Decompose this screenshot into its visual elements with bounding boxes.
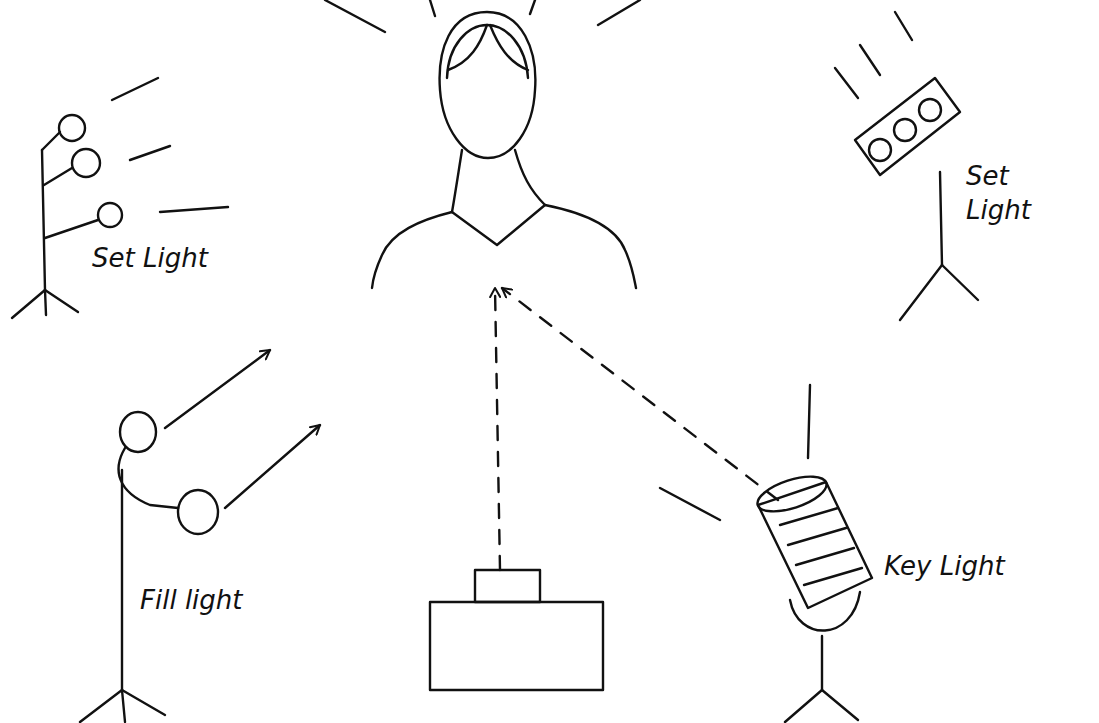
- lamp-arm: [44, 168, 72, 185]
- lamp-head: [120, 412, 156, 452]
- light-beam-arrow: [225, 425, 320, 508]
- neck-line: [452, 150, 462, 212]
- stand-leg: [942, 265, 978, 300]
- lamp-yoke: [790, 592, 860, 631]
- stand-leg: [12, 290, 45, 318]
- lamp-head: [178, 490, 218, 534]
- lamp-head: [59, 115, 85, 141]
- lamp-front: [753, 470, 830, 519]
- fill-light: [80, 350, 320, 722]
- stand-leg: [822, 690, 858, 720]
- light-beam-arrow: [165, 350, 270, 428]
- ray-line: [325, 0, 385, 32]
- subject-figure: [325, 0, 640, 288]
- ray-line: [112, 78, 158, 100]
- shoulder-line: [372, 212, 452, 288]
- ray-line: [660, 488, 720, 520]
- hair-line: [448, 25, 487, 70]
- lamp-head: [72, 149, 100, 177]
- stand-leg: [122, 690, 125, 722]
- stand-leg: [45, 290, 78, 312]
- camera: [430, 288, 603, 690]
- sight-line: [502, 288, 778, 500]
- ray-line: [598, 0, 640, 25]
- ray-line: [430, 0, 435, 16]
- ray-line: [160, 207, 228, 212]
- lamp-fin: [788, 528, 846, 545]
- hair-line: [447, 25, 528, 78]
- lamp-fin: [804, 568, 862, 585]
- stand-pole: [821, 636, 823, 690]
- lamp-head: [919, 99, 941, 121]
- lamp-body: [758, 482, 872, 608]
- stand-pole: [940, 172, 942, 265]
- light-label: Key Light: [884, 550, 1084, 584]
- camera-body: [430, 602, 603, 690]
- ray-line: [130, 146, 170, 160]
- ray-line: [808, 385, 810, 458]
- lamp-housing: [855, 78, 960, 175]
- stand-pole: [121, 470, 123, 690]
- stand-leg: [900, 265, 942, 320]
- lamp-head: [98, 203, 122, 227]
- stand-leg: [80, 690, 122, 722]
- left-set-light: [12, 78, 228, 318]
- key-light: [502, 288, 872, 722]
- sight-line: [495, 288, 500, 570]
- stand-leg: [122, 690, 165, 715]
- stand-leg: [785, 690, 822, 722]
- ray-line: [860, 45, 880, 75]
- head-outline: [440, 12, 536, 158]
- lamp-arm: [119, 448, 178, 508]
- lamp-fin: [780, 508, 838, 525]
- collar-line: [452, 205, 545, 245]
- ray-line: [530, 0, 535, 14]
- shoulder-line: [545, 205, 636, 288]
- lamp-arm: [42, 132, 60, 150]
- stand-leg: [45, 290, 46, 315]
- right-set-light: [835, 12, 978, 320]
- light-label: Fill light: [140, 584, 340, 618]
- lamp-head: [894, 119, 916, 141]
- neck-line: [515, 150, 545, 205]
- lamp-head: [869, 139, 891, 161]
- ray-line: [895, 12, 912, 40]
- lamp-fin: [796, 548, 854, 565]
- light-label: Set Light: [92, 242, 292, 276]
- lamp-arm: [45, 220, 98, 238]
- camera-top: [475, 570, 540, 602]
- light-label: Set Light: [966, 160, 1056, 228]
- stand-pole: [42, 150, 45, 290]
- hair-line: [490, 25, 528, 70]
- ray-line: [835, 68, 858, 98]
